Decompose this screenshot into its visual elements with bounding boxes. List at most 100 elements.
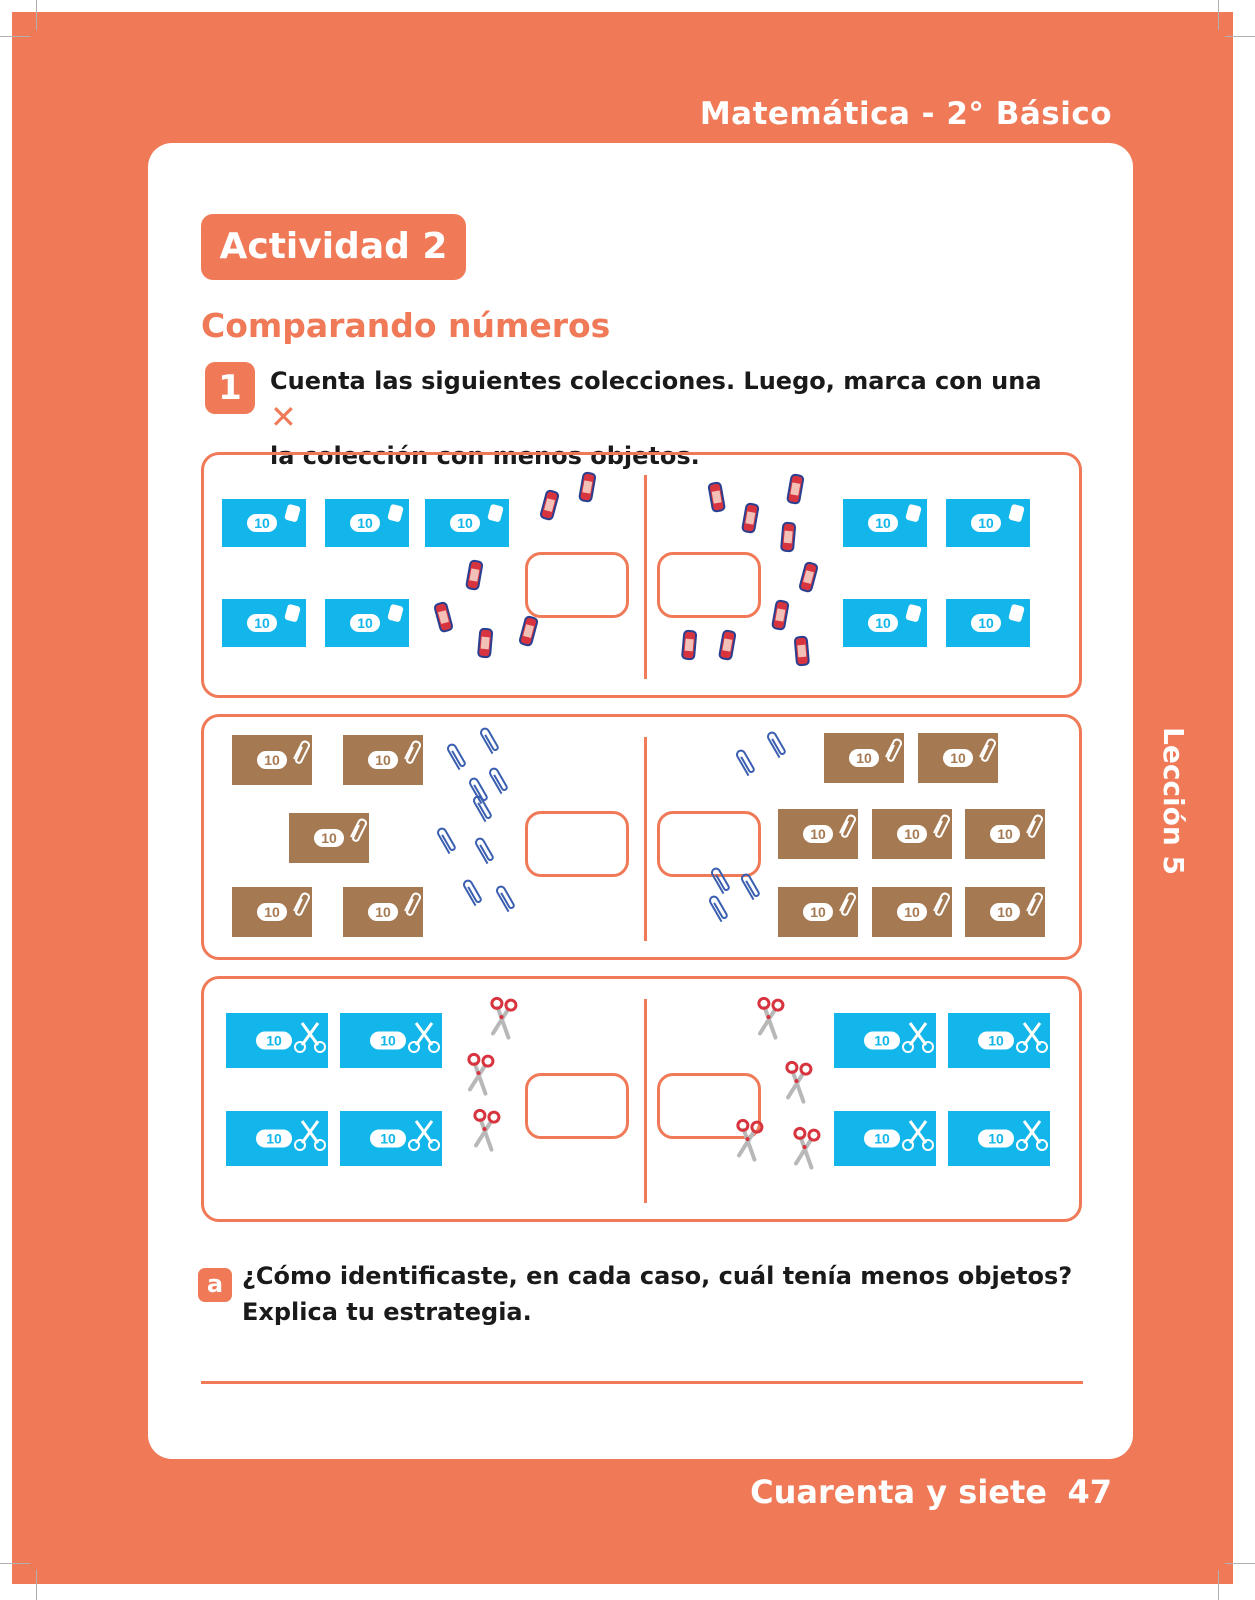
- eraser-icon: [796, 560, 821, 599]
- eraser-icon: [706, 480, 728, 518]
- x-mark-icon: ✕: [270, 398, 297, 436]
- ten-pack: 10: [946, 499, 1030, 551]
- ten-pack: 10: [325, 599, 409, 651]
- ten-pack: 10: [843, 599, 927, 651]
- answer-box-left[interactable]: [525, 1073, 629, 1139]
- crop-mark: [1225, 36, 1255, 37]
- eraser-icon: [516, 614, 541, 653]
- svg-text:10: 10: [380, 1033, 396, 1049]
- svg-text:10: 10: [266, 1033, 282, 1049]
- paperclip-icon: [482, 762, 517, 803]
- instruction-line-2: la colección con menos objetos.: [270, 442, 700, 470]
- paperclip-icon: [704, 862, 739, 903]
- ten-pack: 10: [325, 499, 409, 551]
- scissors-icon: [460, 1103, 507, 1159]
- scissors-icon: [454, 1047, 501, 1103]
- ten-pack: 10: [343, 887, 423, 941]
- svg-text:10: 10: [874, 1131, 890, 1147]
- ten-pack: 10: [340, 1111, 442, 1170]
- scissors-icon: [780, 1121, 827, 1177]
- scissors-icon: [723, 1113, 770, 1169]
- svg-text:10: 10: [875, 515, 891, 531]
- answer-box-left[interactable]: [525, 552, 629, 618]
- question-letter: a: [198, 1268, 232, 1302]
- comparison-panel-3: 10 10 10 10 10 10 10 10: [201, 976, 1082, 1222]
- crop-mark: [1225, 1563, 1255, 1564]
- scissors-icon: [477, 991, 524, 1047]
- eraser-icon: [778, 520, 797, 557]
- ten-pack: 10: [226, 1111, 328, 1170]
- svg-text:10: 10: [375, 752, 391, 768]
- scissors-icon: [744, 991, 791, 1047]
- answer-box-left[interactable]: [525, 811, 629, 877]
- paperclip-icon: [456, 874, 491, 915]
- ten-pack: 10: [946, 599, 1030, 651]
- eraser-icon: [576, 470, 598, 508]
- crop-mark: [1218, 1570, 1219, 1600]
- svg-text:10: 10: [375, 904, 391, 920]
- svg-text:10: 10: [856, 750, 872, 766]
- svg-text:10: 10: [457, 515, 473, 531]
- svg-text:10: 10: [266, 1131, 282, 1147]
- ten-pack: 10: [965, 887, 1045, 941]
- crop-mark: [0, 1563, 30, 1564]
- answer-box-right[interactable]: [657, 552, 761, 618]
- svg-text:10: 10: [254, 615, 270, 631]
- answer-box-right[interactable]: [657, 811, 761, 877]
- svg-text:10: 10: [874, 1033, 890, 1049]
- crop-mark: [0, 36, 30, 37]
- ten-pack: 10: [232, 887, 312, 941]
- ten-pack: 10: [843, 499, 927, 551]
- svg-text:10: 10: [904, 904, 920, 920]
- ten-pack: 10: [872, 809, 952, 863]
- paperclip-icon: [489, 880, 524, 921]
- ten-pack: 10: [824, 733, 904, 787]
- panel-divider: [644, 999, 647, 1203]
- eraser-icon: [792, 634, 811, 671]
- crop-mark: [36, 0, 37, 30]
- paperclip-icon: [440, 738, 475, 779]
- question-line-2: Explica tu estrategia.: [242, 1298, 532, 1326]
- page-number-words: Cuarenta y siete: [750, 1473, 1047, 1511]
- answer-box-right[interactable]: [657, 1073, 761, 1139]
- svg-text:10: 10: [264, 904, 280, 920]
- paperclip-icon: [729, 744, 764, 785]
- eraser-icon: [537, 488, 562, 527]
- svg-text:10: 10: [997, 826, 1013, 842]
- answer-line[interactable]: [201, 1381, 1083, 1384]
- eraser-icon: [739, 501, 761, 539]
- ten-pack: 10: [778, 887, 858, 941]
- ten-pack: 10: [340, 1013, 442, 1072]
- paperclip-icon: [734, 868, 769, 909]
- svg-text:10: 10: [988, 1131, 1004, 1147]
- paperclip-icon: [760, 726, 795, 767]
- eraser-icon: [784, 472, 806, 510]
- eraser-icon: [716, 628, 738, 666]
- panel-divider: [644, 737, 647, 941]
- ten-pack: 10: [222, 599, 306, 651]
- ten-pack: 10: [425, 499, 509, 551]
- activity-subtitle: Comparando números: [201, 306, 611, 345]
- ten-pack: 10: [834, 1013, 936, 1072]
- eraser-icon: [679, 628, 698, 665]
- eraser-icon: [463, 558, 485, 596]
- ten-pack: 10: [226, 1013, 328, 1072]
- svg-text:10: 10: [810, 904, 826, 920]
- lesson-label: Lección 5: [1157, 727, 1190, 876]
- ten-pack: 10: [948, 1111, 1050, 1170]
- paperclip-icon: [462, 772, 497, 813]
- svg-text:10: 10: [380, 1131, 396, 1147]
- scissors-icon: [772, 1055, 819, 1111]
- ten-pack: 10: [948, 1013, 1050, 1072]
- exercise-instruction: Cuenta las siguientes colecciones. Luego…: [270, 363, 1070, 474]
- svg-text:10: 10: [810, 826, 826, 842]
- ten-pack: 10: [918, 733, 998, 787]
- question-line-1: ¿Cómo identificaste, en cada caso, cuál …: [242, 1262, 1073, 1290]
- content-card: [148, 143, 1133, 1459]
- crop-mark: [36, 1570, 37, 1600]
- paperclip-icon: [473, 722, 508, 763]
- ten-pack: 10: [343, 735, 423, 789]
- question-text: ¿Cómo identificaste, en cada caso, cuál …: [242, 1258, 1092, 1330]
